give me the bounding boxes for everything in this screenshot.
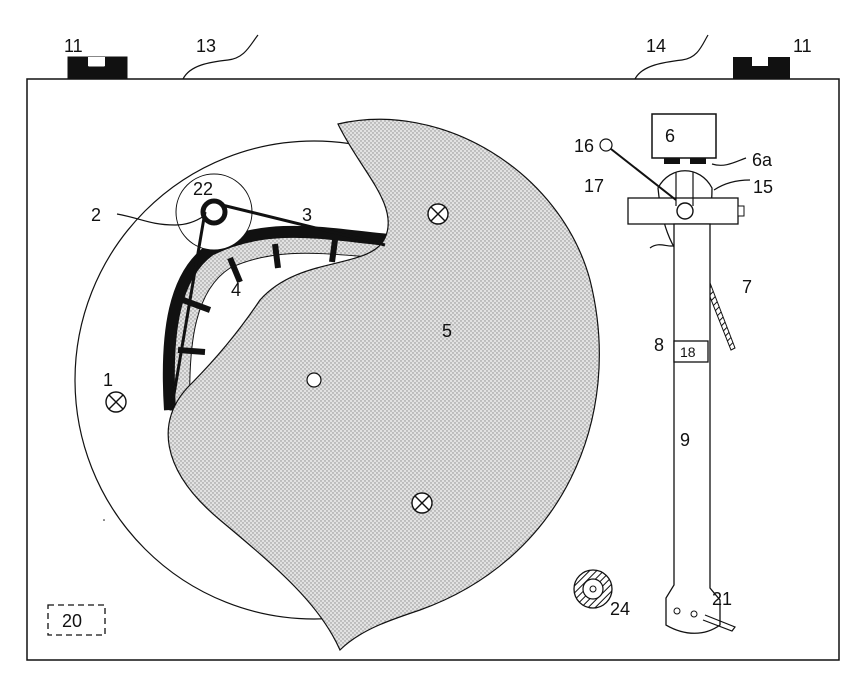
cartridge-box [651,113,717,159]
belt-left [171,211,207,401]
headshell-tab [737,205,745,217]
screw-bottom [411,492,433,514]
foot-right-shape [733,57,790,79]
label-16: 16 [574,136,594,156]
label-3: 3 [302,205,312,225]
stylus-left [664,158,680,164]
screw-top [427,203,449,225]
label-9: 9 [680,430,690,450]
finger-lift-circle [599,138,613,152]
label-21: 21 [712,589,732,609]
label-15: 15 [753,177,773,197]
label-1: 1 [103,370,113,390]
spindle [306,372,322,388]
label-11-right: 11 [793,36,812,56]
label-14: 14 [646,36,666,56]
label-6: 6 [665,126,675,146]
arm-rest-hole-a [673,607,681,615]
tonearm-tube [665,223,721,634]
leader-2 [116,213,205,226]
label-11-left: 11 [64,36,83,56]
stray-dot [103,519,105,521]
stylus-right [690,158,706,164]
label-20: 20 [62,611,82,631]
label-13: 13 [196,36,216,56]
label-18: 18 [680,344,696,360]
label-6a: 6a [752,150,773,170]
foot-left-notch [88,57,105,66]
arm-rest-tip [702,614,736,632]
label-4: 4 [231,280,241,300]
label-24: 24 [610,599,630,619]
cable-right-line [634,34,709,80]
speed-knob-center [589,585,597,593]
leader-6a [711,157,747,166]
label-2: 2 [91,205,101,225]
motor-pulley [200,198,228,226]
arm-rest-hole-b [690,610,698,618]
platter-cutaway [167,118,600,652]
cable-left-line [182,34,259,80]
finger-lift-line [610,148,677,201]
label-17: 17 [584,176,604,196]
label-22: 22 [193,179,213,199]
belt-right [221,203,386,247]
foot-right-notch [752,57,768,66]
headshell-screw-circle [676,202,694,220]
leader-15 [713,179,751,191]
hidden-unit-box [47,604,106,636]
label-5: 5 [442,321,452,341]
screw-left [105,391,127,413]
label-7: 7 [742,277,752,297]
label-8: 8 [654,335,664,355]
arm-badge-box [673,340,709,363]
